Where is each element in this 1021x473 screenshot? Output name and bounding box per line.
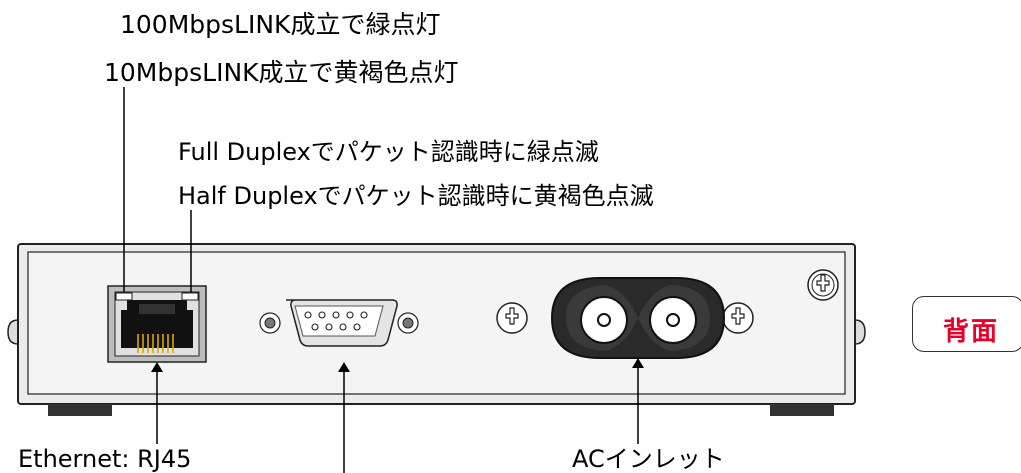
left-foot (48, 404, 112, 416)
led-duplex-label-2: Half Duplexでパケット認識時に黄褐色点滅 (178, 182, 654, 210)
ethernet-arrow (151, 362, 163, 372)
rear-view-label: 背面 (943, 317, 1000, 347)
serial-arrow (338, 362, 350, 372)
callout-lines (123, 87, 639, 473)
rj45-port-icon (107, 285, 207, 363)
right-side-tab (854, 319, 866, 345)
ac-right-screw (722, 302, 754, 334)
ac-inlet-icon (496, 277, 754, 359)
ac-arrow (632, 358, 644, 368)
led-duplex-label-1: Full Duplexでパケット認識時に緑点滅 (178, 138, 599, 166)
ac-inlet-label: ACインレット (572, 445, 725, 473)
led-link-label-2: 10MbpsLINK成立で黄褐色点灯 (104, 58, 459, 87)
rear-view-badge: 背面 (912, 296, 1021, 352)
led-link-label-1: 100MbpsLINK成立で緑点灯 (120, 10, 441, 39)
ethernet-label: Ethernet: RJ45 (18, 445, 192, 473)
db9-connector-icon (259, 299, 419, 347)
led-link-icon (115, 292, 133, 301)
callout-arrows (151, 358, 644, 372)
left-side-tab (7, 319, 19, 345)
ac-left-screw (496, 302, 528, 334)
screw-icon (807, 269, 839, 301)
right-foot (770, 404, 834, 416)
led-duplex-icon (181, 292, 199, 301)
